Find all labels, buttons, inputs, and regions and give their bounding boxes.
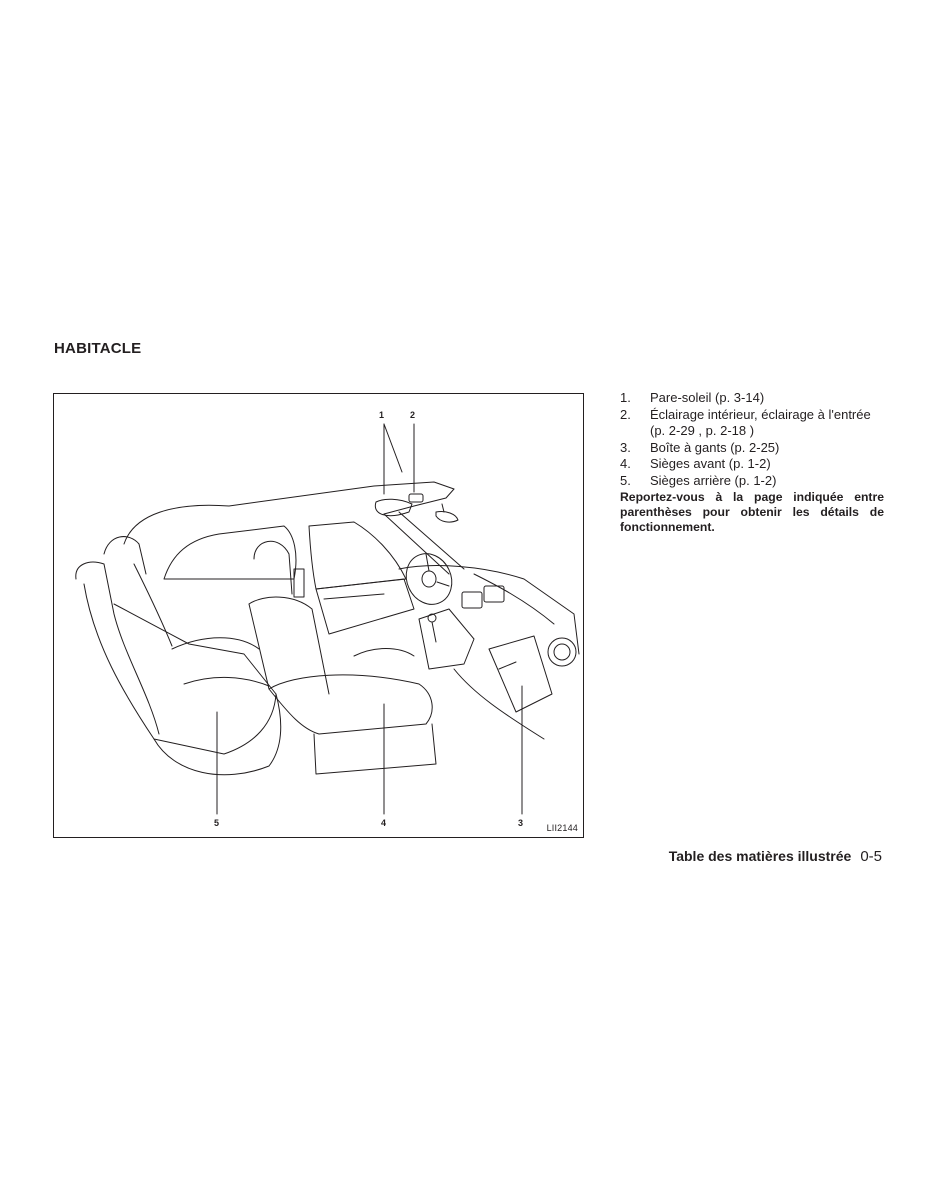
legend-item: 4.Sièges avant (p. 1-2)	[620, 456, 771, 471]
callout-1: 1	[379, 410, 385, 420]
section-title: HABITACLE	[54, 340, 142, 357]
footer-title: Table des matières illustrée	[668, 848, 852, 864]
callout-4: 4	[381, 818, 387, 828]
glove-box-shape	[488, 635, 553, 713]
legend-list: 1.Pare-soleil (p. 3-14) 2.Éclairage inté…	[620, 390, 884, 489]
page-number: 0-5	[860, 848, 882, 865]
figure-code: LII2144	[546, 823, 578, 833]
legend: 1.Pare-soleil (p. 3-14) 2.Éclairage inté…	[620, 390, 884, 535]
interior-illustration: 1 2 3 4 5 LII2144	[53, 393, 584, 838]
callout-2: 2	[410, 410, 416, 420]
sun-visor-shape	[374, 498, 413, 517]
legend-item: 3.Boîte à gants (p. 2-25)	[620, 439, 780, 455]
legend-item: 2.Éclairage intérieur, éclairage à l'ent…	[620, 406, 871, 439]
interior-light-shape	[408, 493, 424, 503]
page-footer: Table des matières illustrée 0-5	[669, 848, 882, 865]
callout-3: 3	[518, 818, 524, 828]
legend-item: 5.Sièges arrière (p. 1-2)	[620, 472, 777, 488]
legend-item: 1.Pare-soleil (p. 3-14)	[620, 390, 765, 405]
legend-note: Reportez-vous à la page indiquée entre p…	[620, 490, 884, 534]
interior-line-drawing	[75, 423, 580, 815]
callout-5: 5	[214, 818, 220, 828]
